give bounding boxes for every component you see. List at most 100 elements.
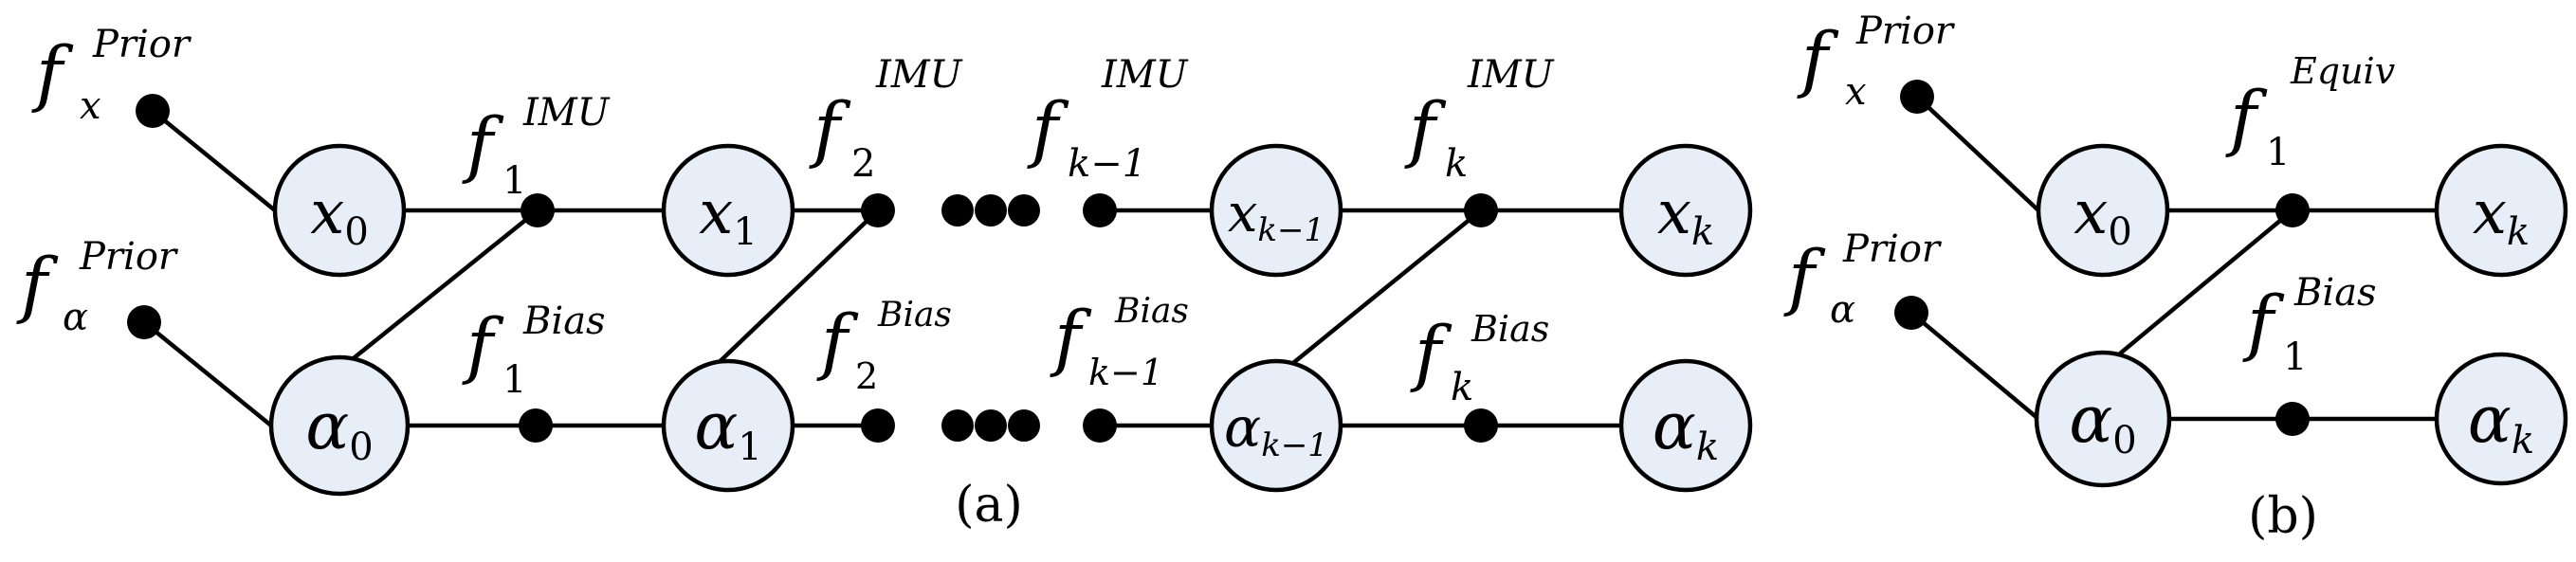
panel-a-factor-dots (127, 94, 1498, 443)
node-b-alpha0: α0 (2034, 350, 2172, 488)
label-fbias-k: f k Bias (1410, 308, 1549, 409)
svg-text:xk: xk (2473, 178, 2530, 254)
svg-text:f: f (462, 101, 504, 186)
factor-dot-fimu-1 (521, 193, 555, 227)
svg-text:Prior: Prior (79, 235, 179, 279)
caption-a: (a) (955, 477, 1023, 534)
label-fimu-2: f 2 IMU (809, 53, 963, 186)
svg-text:α0: α0 (305, 390, 373, 469)
svg-text:f: f (1050, 295, 1092, 379)
svg-text:IMU: IMU (1101, 53, 1189, 97)
label-fimu-1: f 1 IMU (462, 91, 611, 203)
factor-dot-fimu-k (1464, 193, 1498, 227)
panel-a-factor-labels: f x Prior f α Prior f 1 IMU f 2 IMU f k− (16, 23, 1555, 409)
svg-text:x0: x0 (2074, 178, 2132, 254)
svg-text:f: f (1404, 86, 1447, 171)
svg-text:IMU: IMU (875, 53, 963, 97)
factor-dot-fbias-k1 (1083, 408, 1117, 443)
svg-text:f: f (809, 86, 851, 171)
panel-b-edges (1909, 95, 2437, 422)
svg-text:1: 1 (2283, 335, 2307, 379)
label-fbias-k-minus-1: f k−1 Bias (1050, 292, 1189, 393)
factor-dot-b-fbias-1 (2275, 402, 2310, 436)
ellipsis-dot (975, 194, 1007, 227)
svg-text:α1: α1 (694, 390, 761, 469)
svg-text:f: f (1797, 16, 1839, 100)
svg-text:f: f (16, 242, 59, 326)
svg-text:Equiv: Equiv (2290, 50, 2396, 92)
svg-text:k: k (1445, 142, 1468, 186)
label-fimu-k: f k IMU (1404, 53, 1555, 186)
panel-a-ellipsis (941, 194, 1040, 442)
svg-text:αk: αk (1653, 390, 1719, 469)
node-x1: x1 (661, 143, 795, 278)
svg-text:xk: xk (1657, 178, 1714, 254)
svg-text:k−1: k−1 (1068, 142, 1146, 186)
panel-a: x0 x1 xk−1 xk (16, 23, 1753, 534)
node-x0: x0 (272, 143, 407, 278)
svg-text:f: f (31, 30, 74, 115)
caption-b: (b) (2248, 488, 2318, 545)
panel-b-factor-dots (1894, 80, 2310, 436)
edge-a0-fimu1 (328, 208, 539, 379)
svg-text:Bias: Bias (1471, 308, 1549, 350)
edge-ak1-fimuk (1276, 208, 1483, 377)
factor-dot-fbias-1 (519, 408, 553, 443)
svg-text:k: k (1451, 366, 1473, 409)
factor-dot-fbias-k (1464, 408, 1498, 443)
ellipsis-dot (975, 409, 1007, 442)
svg-text:x: x (80, 84, 101, 128)
svg-text:2: 2 (851, 142, 875, 186)
svg-text:α: α (63, 296, 88, 339)
svg-text:k−1: k−1 (1088, 352, 1163, 393)
edge-faprior-a0 (142, 320, 273, 427)
svg-text:αk: αk (2468, 383, 2534, 462)
factor-dot-fx-prior (136, 94, 170, 128)
svg-text:f: f (1410, 310, 1452, 394)
node-xk-minus-1: xk−1 (1209, 143, 1343, 278)
svg-text:f: f (2242, 280, 2285, 364)
svg-text:Prior: Prior (1855, 9, 1956, 53)
node-alpha-k: αk (1618, 358, 1753, 493)
label-b-fequiv-1: f 1 Equiv (2225, 50, 2396, 174)
svg-text:2: 2 (855, 355, 878, 397)
svg-text:f: f (2225, 75, 2268, 159)
ellipsis-dot (1008, 409, 1040, 442)
panel-b: x0 xk α0 αk (1783, 9, 2568, 545)
node-xk: xk (1618, 143, 1753, 278)
svg-text:α0: α0 (2069, 383, 2136, 462)
factor-dot-fbias-2 (861, 408, 895, 443)
label-fimu-k-minus-1: f k−1 IMU (1027, 53, 1189, 186)
svg-text:Prior: Prior (92, 23, 192, 66)
svg-text:1: 1 (502, 358, 526, 402)
svg-text:Prior: Prior (1842, 227, 1943, 271)
label-fbias-2: f 2 Bias (816, 296, 952, 397)
svg-text:IMU: IMU (522, 91, 611, 135)
svg-text:Bias: Bias (1114, 292, 1189, 331)
svg-text:1: 1 (2266, 131, 2290, 174)
factor-dot-fimu-2 (861, 193, 895, 227)
svg-text:α: α (1830, 288, 1855, 332)
factor-dot-b-fequiv-1 (2275, 193, 2310, 227)
svg-text:1: 1 (502, 159, 526, 203)
node-alpha-k-minus-1: αk−1 (1209, 358, 1343, 493)
edge-fxprior-x0 (151, 109, 277, 212)
factor-dot-b-fx-prior (1900, 80, 1934, 114)
svg-text:Bias: Bias (877, 296, 952, 335)
ellipsis-dot (1008, 194, 1040, 227)
svg-text:x0: x0 (310, 178, 369, 254)
label-fbias-1: f 1 Bias (462, 299, 606, 402)
factor-dot-fa-prior (127, 305, 161, 339)
svg-text:IMU: IMU (1467, 53, 1555, 97)
edge-a1-fimu2 (703, 208, 880, 377)
factor-dot-fimu-k1 (1083, 193, 1117, 227)
node-b-xk: xk (2434, 143, 2568, 278)
svg-text:Bias: Bias (522, 299, 606, 343)
node-b-x0: x0 (2036, 143, 2170, 278)
panel-b-variable-nodes: x0 xk α0 αk (2034, 143, 2568, 488)
svg-text:f: f (1027, 86, 1069, 171)
svg-text:Bias: Bias (2293, 271, 2377, 315)
edge-b-a0-fequiv1 (2090, 208, 2294, 379)
svg-text:f: f (1783, 234, 1826, 318)
